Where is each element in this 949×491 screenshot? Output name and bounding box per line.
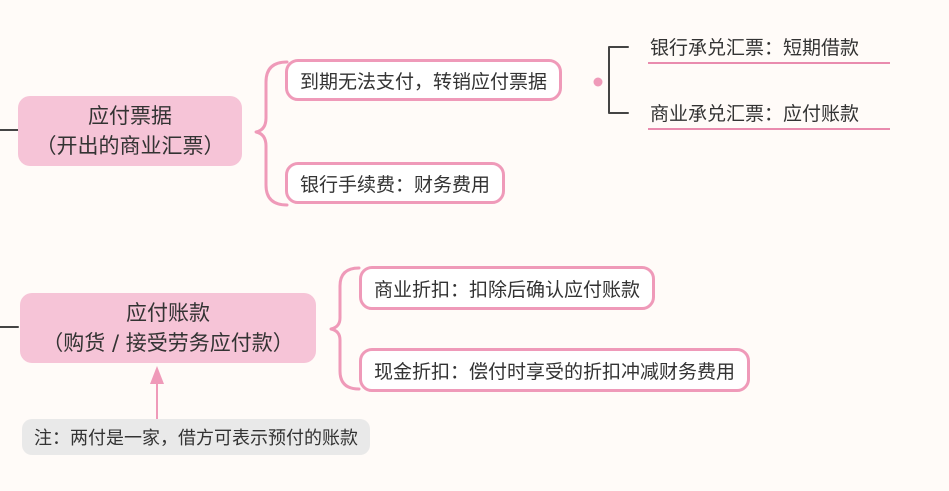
main-node-subtitle: （开出的商业汇票） (35, 134, 225, 158)
main-node-title: 应付账款 (126, 301, 210, 325)
branch-label: 现金折扣：偿付时享受的折扣冲减财务费用 (374, 360, 736, 383)
leaf-node-commercial-acceptance: 商业承兑汇票：应付账款 (648, 96, 890, 130)
sub-branch-connector (608, 46, 629, 114)
branch-node-trade-discount: 商业折扣：扣除后确认应付账款 (359, 266, 656, 310)
main-node-title: 应付票据 (88, 104, 172, 128)
bracket-group-1 (254, 60, 289, 207)
branch-joint-dot (593, 77, 603, 87)
note-text: 注：两付是一家，借方可表示预付的账款 (34, 428, 358, 449)
branch-node-bank-fee: 银行手续费：财务费用 (285, 162, 506, 204)
branch-node-cash-discount: 现金折扣：偿付时享受的折扣冲减财务费用 (359, 348, 751, 392)
branch-label: 商业折扣：扣除后确认应付账款 (374, 278, 641, 301)
main-node-payable-notes: 应付票据 （开出的商业汇票） (18, 96, 242, 166)
note-arrow-head (150, 366, 164, 384)
note-box: 注：两付是一家，借方可表示预付的账款 (22, 419, 370, 455)
branch-label: 到期无法支付，转销应付票据 (300, 70, 548, 93)
branch-label: 银行手续费：财务费用 (300, 173, 491, 196)
leaf-node-bank-acceptance: 银行承兑汇票：短期借款 (648, 30, 890, 64)
leaf-label: 商业承兑汇票：应付账款 (650, 102, 860, 125)
main-node-accounts-payable: 应付账款 （购货 / 接受劳务应付款） (20, 293, 316, 363)
bracket-group-2 (329, 266, 361, 391)
branch-node-unable-to-pay: 到期无法支付，转销应付票据 (285, 59, 563, 101)
main-node-subtitle: （购货 / 接受劳务应付款） (42, 331, 294, 355)
leaf-label: 银行承兑汇票：短期借款 (650, 36, 860, 59)
